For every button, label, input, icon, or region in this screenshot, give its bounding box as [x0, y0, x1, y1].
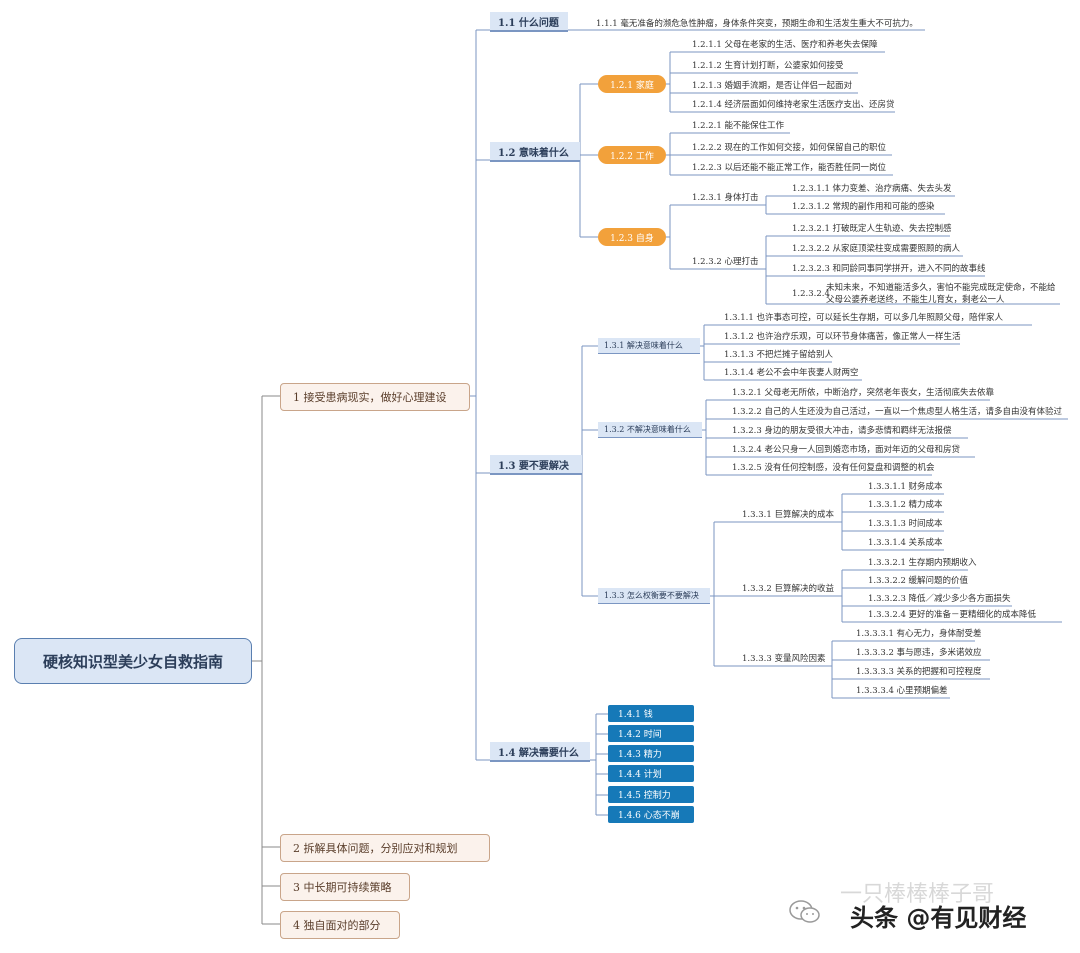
leaf-1-2-3-2-3: 1.2.3.2.3 和同龄同事同学拼开，进入不同的故事线 — [792, 264, 986, 274]
node-1-3-3-2: 1.3.3.2 巨算解决的收益 — [742, 584, 834, 594]
leaf-1-2-2-3: 1.2.2.3 以后还能不能正常工作，能否胜任同一岗位 — [692, 163, 886, 173]
node-1-3-1[interactable]: 1.3.1 解决意味着什么 — [598, 338, 700, 354]
leaf-1-3-2-1: 1.3.2.1 父母老无所依，中断治疗，突然老年丧女，生活彻底失去依靠 — [732, 388, 994, 398]
section-1-3[interactable]: 1.3 要不要解决 — [490, 455, 582, 475]
leaf-1-2-2-2: 1.2.2.2 现在的工作如何交接，如何保留自己的职位 — [692, 143, 886, 153]
node-1-2-2-work[interactable]: 1.2.2 工作 — [598, 146, 666, 164]
leaf-1-2-2-1: 1.2.2.1 能不能保住工作 — [692, 121, 784, 131]
leaf-1-3-1-3: 1.3.1.3 不把烂摊子留给别人 — [724, 350, 833, 360]
root-topic[interactable]: 硬核知识型美少女自救指南 — [14, 638, 252, 684]
leaf-1-2-3-1-1: 1.2.3.1.1 体力变差、治疗病痛、失去头发 — [792, 184, 952, 194]
leaf-1-3-3-2-3: 1.3.3.2.3 降低／减少多少各方面损失 — [868, 594, 1011, 604]
node-1-3-2[interactable]: 1.3.2 不解决意味着什么 — [598, 422, 702, 438]
node-1-3-3[interactable]: 1.3.3 怎么权衡要不要解决 — [598, 588, 710, 604]
node-1-2-3-2: 1.2.3.2 心理打击 — [692, 257, 759, 267]
leaf-1-3-3-1-3: 1.3.3.1.3 时间成本 — [868, 519, 943, 529]
node-1-3-3-1: 1.3.3.1 巨算解决的成本 — [742, 510, 834, 520]
leaf-1-3-3-3-3: 1.3.3.3.3 关系的把握和可控程度 — [856, 667, 982, 677]
leaf-1-2-1-4: 1.2.1.4 经济层面如何维持老家生活医疗支出、还房贷 — [692, 100, 895, 110]
leaf-1-3-1-1: 1.3.1.1 也许事态可控，可以延长生存期，可以多几年照顾父母，陪伴家人 — [724, 313, 1003, 323]
leaf-1-3-2-3: 1.3.2.3 身边的朋友受很大冲击，请多悲情和羁绊无法报偿 — [732, 426, 952, 436]
section-1-1[interactable]: 1.1 什么问题 — [490, 12, 568, 32]
leaf-1-2-3-2-4-line1: 未知未来，不知道能活多久，害怕不能完成既定使命，不能给 — [826, 283, 1056, 293]
node-1-3-3-3: 1.3.3.3 变量风险因素 — [742, 654, 826, 664]
leaf-1-2-3-2-4-line2: 父母公婆养老送终，不能生儿育女，剩老公一人 — [826, 295, 1005, 305]
node-1-4-3[interactable]: 1.4.3 精力 — [608, 745, 694, 762]
node-1-4-2[interactable]: 1.4.2 时间 — [608, 725, 694, 742]
major-topic-1[interactable]: 1 接受患病现实，做好心理建设 — [280, 383, 470, 411]
leaf-1-3-3-2-4: 1.3.3.2.4 更好的准备－更精细化的成本降低 — [868, 610, 1037, 620]
wechat-icon — [788, 898, 822, 930]
leaf-1-2-1-1: 1.2.1.1 父母在老家的生活、医疗和养老失去保障 — [692, 40, 878, 50]
leaf-1-2-3-2-2: 1.2.3.2.2 从家庭顶梁柱变成需要照顾的病人 — [792, 244, 961, 254]
leaf-1-2-1-2: 1.2.1.2 生育计划打断，公婆家如何接受 — [692, 61, 844, 71]
major-topic-3[interactable]: 3 中长期可持续策略 — [280, 873, 410, 901]
leaf-1-1-1: 1.1.1 毫无准备的濒危急性肿瘤，身体条件突变，预期生命和生活发生重大不可抗力… — [596, 19, 918, 29]
node-1-4-6[interactable]: 1.4.6 心态不崩 — [608, 806, 694, 823]
leaf-1-3-1-4: 1.3.1.4 老公不会中年丧妻人财两空 — [724, 368, 859, 378]
leaf-1-3-3-3-4: 1.3.3.3.4 心里预期偏差 — [856, 686, 948, 696]
node-1-4-5[interactable]: 1.4.5 控制力 — [608, 786, 694, 803]
leaf-1-3-3-3-1: 1.3.3.3.1 有心无力，身体耐受差 — [856, 629, 982, 639]
leaf-1-2-3-2-4-num: 1.2.3.2.4 — [792, 289, 830, 299]
node-1-2-1-family[interactable]: 1.2.1 家庭 — [598, 75, 666, 93]
leaf-1-2-3-1-2: 1.2.3.1.2 常规的副作用和可能的感染 — [792, 202, 935, 212]
leaf-1-2-1-3: 1.2.1.3 婚姻手流期，是否让伴侣一起面对 — [692, 81, 852, 91]
leaf-1-3-3-2-2: 1.3.3.2.2 缓解问题的价值 — [868, 576, 969, 586]
leaf-1-3-3-1-1: 1.3.3.1.1 财务成本 — [868, 482, 943, 492]
watermark-text: 头条 @有见财经 — [850, 904, 1027, 932]
watermark-faint: 一只棒棒棒子哥 — [840, 882, 995, 907]
leaf-1-3-3-1-4: 1.3.3.1.4 关系成本 — [868, 538, 943, 548]
section-1-2[interactable]: 1.2 意味着什么 — [490, 142, 580, 162]
leaf-1-3-3-1-2: 1.3.3.1.2 精力成本 — [868, 500, 943, 510]
leaf-1-3-1-2: 1.3.1.2 也许治疗乐观，可以环节身体痛苦，像正常人一样生活 — [724, 332, 961, 342]
leaf-1-3-3-3-2: 1.3.3.3.2 事与愿违，多米诺效应 — [856, 648, 982, 658]
leaf-1-2-3-2-1: 1.2.3.2.1 打破既定人生轨迹、失去控制感 — [792, 224, 952, 234]
leaf-1-3-2-5: 1.3.2.5 没有任何控制感，没有任何复盘和调整的机会 — [732, 463, 935, 473]
leaf-1-3-2-2: 1.3.2.2 自己的人生还没为自己活过，一直以一个焦虑型人格生活，请多自由没有… — [732, 407, 1062, 417]
major-topic-4[interactable]: 4 独自面对的部分 — [280, 911, 400, 939]
node-1-2-3-1: 1.2.3.1 身体打击 — [692, 193, 759, 203]
major-topic-2[interactable]: 2 拆解具体问题，分别应对和规划 — [280, 834, 490, 862]
leaf-1-3-2-4: 1.3.2.4 老公只身一人回到婚恋市场，面对年迈的父母和房贷 — [732, 445, 960, 455]
node-1-2-3-self[interactable]: 1.2.3 自身 — [598, 228, 666, 246]
leaf-1-3-3-2-1: 1.3.3.2.1 生存期内预期收入 — [868, 558, 977, 568]
section-1-4[interactable]: 1.4 解决需要什么 — [490, 742, 590, 762]
node-1-4-4[interactable]: 1.4.4 计划 — [608, 765, 694, 782]
node-1-4-1[interactable]: 1.4.1 钱 — [608, 705, 694, 722]
